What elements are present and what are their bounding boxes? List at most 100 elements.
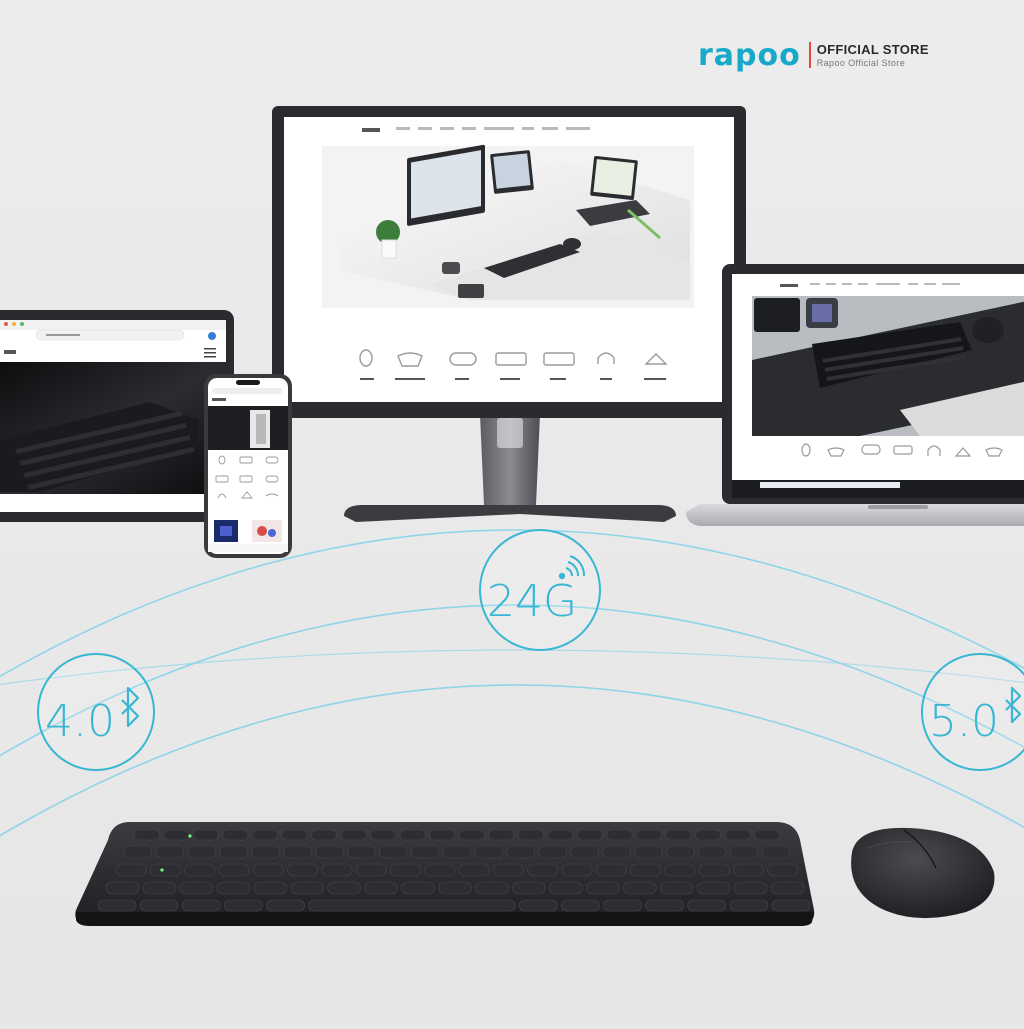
keyboard-key <box>630 863 662 877</box>
connection-badge-bt40: 4.0 <box>37 653 155 771</box>
bluetooth-icon <box>121 686 140 728</box>
keyboard-key <box>310 829 338 841</box>
store-title: OFFICIAL STORE <box>816 41 929 57</box>
signal-waves <box>0 529 1024 837</box>
keyboard-key <box>733 863 765 877</box>
keyboard-key <box>506 845 536 859</box>
keyboard-key <box>224 899 263 912</box>
mouse <box>851 827 995 919</box>
keyboard-key <box>266 899 305 912</box>
wifi-signal-icon <box>558 555 586 580</box>
tablet <box>0 310 234 522</box>
keyboard-key <box>729 899 769 912</box>
connection-label-24g: 24G <box>487 576 577 627</box>
keyboard-key <box>770 881 805 895</box>
keyboard-key <box>458 863 490 877</box>
keyboard-key <box>364 881 398 895</box>
keyboard-key <box>438 881 472 895</box>
monitor <box>272 106 746 522</box>
keyboard-key <box>560 899 600 912</box>
brand-text: OFFICIAL STORE Rapoo Official Store <box>817 43 929 68</box>
keyboard-key <box>123 845 153 859</box>
keyboard-key <box>281 829 308 841</box>
keyboard-key <box>327 881 361 895</box>
keyboard-key <box>549 881 583 895</box>
keyboard-key <box>187 845 217 859</box>
keyboard-key <box>527 863 559 877</box>
keyboard-key <box>586 881 620 895</box>
connection-label-bt40: 4.0 <box>45 696 115 747</box>
laptop <box>686 264 1024 526</box>
keyboard-key <box>645 899 684 912</box>
connection-badge-bt50: 5.0 <box>921 653 1024 771</box>
keyboard-key <box>687 899 727 912</box>
keyboard-key <box>547 829 574 841</box>
keyboard-key <box>315 845 344 859</box>
keyboard-key <box>424 863 456 877</box>
keyboard-key <box>518 899 558 912</box>
keyboard-key <box>659 881 694 895</box>
keyboard-key <box>697 845 727 859</box>
keyboard-key <box>115 863 147 877</box>
keyboard-key <box>698 863 730 877</box>
keyboard-indicator-light <box>188 834 192 838</box>
keyboard-key <box>251 829 279 841</box>
keyboard-key <box>287 863 319 877</box>
keyboard-key <box>634 845 663 859</box>
keyboard-key <box>733 881 768 895</box>
keyboard-key <box>724 829 751 841</box>
brand-divider <box>808 42 811 68</box>
keyboard-key <box>290 881 324 895</box>
brand-logo: rapoo <box>698 37 801 73</box>
keyboard-key <box>622 881 657 895</box>
keyboard-key <box>390 863 421 877</box>
keyboard-key <box>105 881 140 895</box>
keyboard-key <box>133 829 160 841</box>
keyboard-key <box>771 899 811 912</box>
keyboard-key <box>401 881 435 895</box>
keyboard-key <box>399 829 426 841</box>
keyboard-key <box>538 845 567 859</box>
keyboard-key <box>222 829 249 841</box>
keyboard-key <box>602 845 631 859</box>
keyboard-key <box>347 845 376 859</box>
keyboard-key <box>695 829 722 841</box>
keyboard-key <box>729 845 759 859</box>
keyboard-indicator-light <box>160 868 164 872</box>
connection-badge-24g: 24G <box>479 529 601 651</box>
keyboard-key <box>429 829 456 841</box>
connection-label-bt50: 5.0 <box>929 696 999 747</box>
keyboard-key <box>665 829 692 841</box>
keyboard-key <box>474 845 504 859</box>
keyboard-key <box>181 899 221 912</box>
keyboard-key <box>492 863 524 877</box>
keyboard-key <box>251 845 280 859</box>
keyboard-key <box>570 845 599 859</box>
keyboard-key <box>595 863 627 877</box>
keyboard-key <box>458 829 485 841</box>
keyboard-key <box>97 899 137 912</box>
keyboard-key <box>163 829 190 841</box>
keyboard-key <box>142 881 177 895</box>
keyboard-key <box>218 863 250 877</box>
brand-header: rapoo OFFICIAL STORE Rapoo Official Stor… <box>698 37 929 73</box>
bluetooth-icon <box>1005 686 1022 724</box>
smartphone <box>204 374 292 558</box>
keyboard-key <box>192 829 219 841</box>
keyboard-key <box>475 881 509 895</box>
keyboard-key <box>355 863 387 877</box>
keyboard-key <box>252 863 284 877</box>
keyboard-key <box>253 881 288 895</box>
keyboard-key <box>606 829 633 841</box>
keyboard-key <box>184 863 216 877</box>
keyboard-key <box>219 845 248 859</box>
keyboard-key <box>155 845 185 859</box>
keyboard <box>75 822 815 926</box>
keyboard-key <box>410 845 440 859</box>
keyboard-key <box>283 845 312 859</box>
keyboard-key <box>442 845 472 859</box>
keyboard-keys <box>97 829 811 912</box>
keyboard-key <box>216 881 251 895</box>
